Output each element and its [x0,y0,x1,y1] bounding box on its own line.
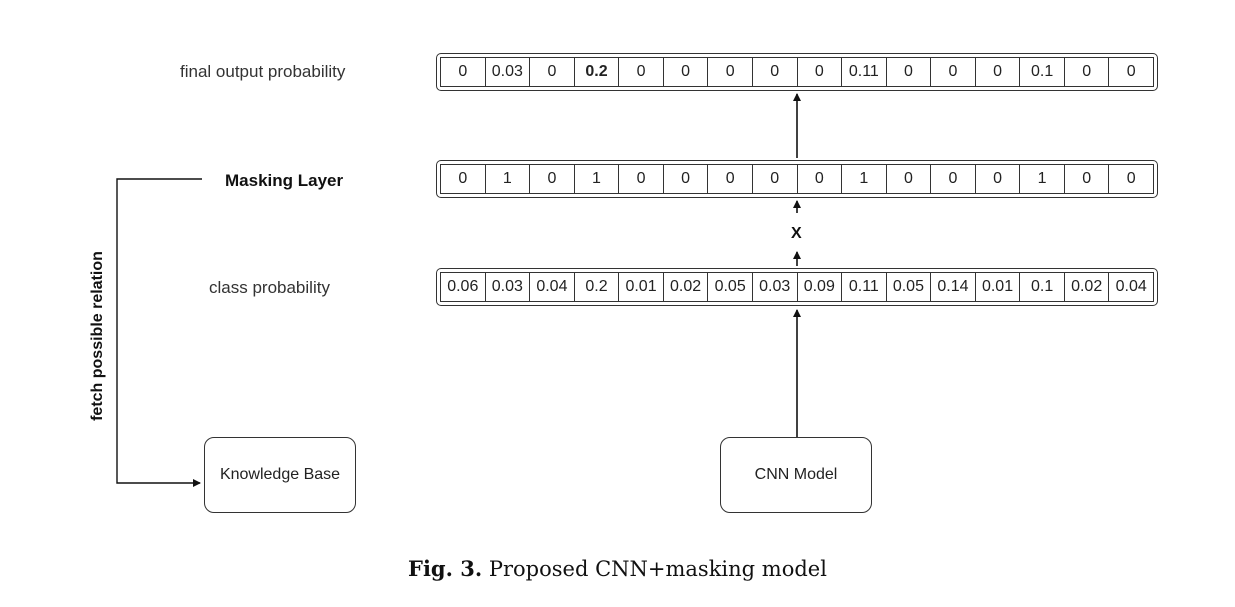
multiply-operator: X [791,225,802,242]
final-cell: 0 [931,58,976,86]
caption-text: Proposed CNN+masking model [488,557,827,581]
figure-caption: Fig. 3. Proposed CNN+masking model [0,556,1235,581]
masking-cell: 0 [976,165,1021,193]
masking-cell: 1 [1020,165,1065,193]
masking-cell: 0 [798,165,843,193]
masking-layer-label: Masking Layer [225,171,344,190]
class-cell: 0.14 [931,273,976,301]
masking-cell: 0 [664,165,709,193]
caption-prefix: Fig. 3. [408,556,483,581]
final-cell: 0 [441,58,486,86]
final-cell: 0 [619,58,664,86]
masking-cell: 0 [1126,170,1136,187]
final-cell: 0.1 [1020,58,1065,86]
masking-cell: 0 [708,165,753,193]
final-cell: 0 [1126,63,1136,80]
class-cell: 0.05 [708,273,753,301]
cnn-model-node: CNN Model [720,437,872,513]
masking-cell: 1 [575,165,620,193]
class-cell: 0.01 [976,273,1021,301]
final-cell: 0.03 [486,58,531,86]
masking-cell: 0 [441,165,486,193]
class-cell: 0.1 [1020,273,1065,301]
class-cell: 0.01 [619,273,664,301]
class-probability-label: class probability [209,278,330,297]
class-cell: 0.04 [1115,278,1147,295]
masking-cell: 1 [842,165,887,193]
masking-cell: 0 [530,165,575,193]
masking-cell: 0 [1065,165,1110,193]
final-cell: 0 [664,58,709,86]
masking-cell: 0 [887,165,932,193]
fetch-relation-connector [116,178,202,487]
class-cell: 0.03 [753,273,798,301]
class-cell: 0.09 [798,273,843,301]
final-cell: 0 [530,58,575,86]
class-cell: 0.2 [575,273,620,301]
masking-cell: 0 [931,165,976,193]
final-output-label: final output probability [180,62,346,81]
final-cell: 0.2 [575,58,620,86]
masking-cell: 1 [486,165,531,193]
final-cell: 0 [753,58,798,86]
final-cell: 0 [976,58,1021,86]
final-cell: 0 [1065,58,1110,86]
class-cell: 0.03 [486,273,531,301]
class-cell: 0.02 [664,273,709,301]
final-cell: 0 [708,58,753,86]
masking-cell: 0 [753,165,798,193]
class-cell: 0.06 [441,273,486,301]
class-cell: 0.02 [1065,273,1110,301]
final-cell: 0 [887,58,932,86]
final-cell: 0 [798,58,843,86]
final-cell: 0.11 [842,58,887,86]
knowledge-base-node: Knowledge Base [204,437,356,513]
class-cell: 0.11 [842,273,887,301]
class-cell: 0.04 [530,273,575,301]
class-cell: 0.05 [887,273,932,301]
masking-cell: 0 [619,165,664,193]
